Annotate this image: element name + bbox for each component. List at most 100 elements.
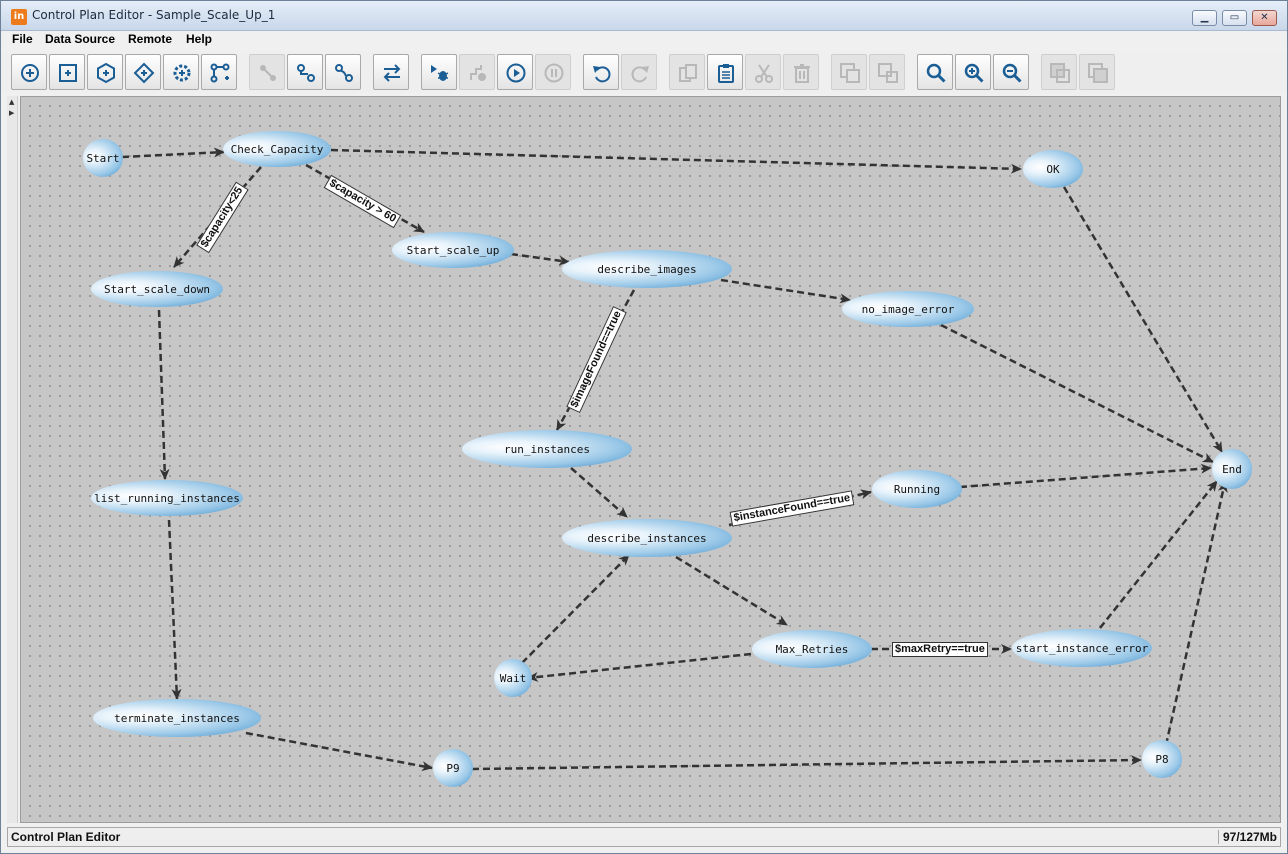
zoom-out-icon bbox=[1002, 63, 1022, 83]
menu-remote[interactable]: Remote bbox=[128, 32, 173, 46]
edge-ok-end bbox=[1062, 186, 1224, 453]
zoom-in-icon bbox=[964, 63, 984, 83]
close-icon: ✕ bbox=[1260, 12, 1269, 23]
edge-p9-p8 bbox=[471, 755, 1142, 771]
node-end[interactable]: End bbox=[1212, 449, 1252, 489]
status-bar: Control Plan Editor 97/127Mb bbox=[7, 827, 1281, 847]
add-decision-node-button[interactable] bbox=[87, 54, 123, 90]
zoom-out-button[interactable] bbox=[993, 54, 1029, 90]
edge-no-image-end bbox=[940, 323, 1214, 464]
bring-front-button[interactable] bbox=[1041, 54, 1077, 90]
add-join-node-icon bbox=[133, 62, 155, 84]
menu-data-source[interactable]: Data Source bbox=[45, 32, 116, 46]
maximize-button[interactable]: ▭ bbox=[1222, 10, 1247, 26]
add-service-node-button[interactable] bbox=[163, 54, 199, 90]
node-terminate-instances[interactable]: terminate_instances bbox=[93, 699, 261, 737]
node-check-capacity[interactable]: Check_Capacity bbox=[223, 131, 331, 167]
close-button[interactable]: ✕ bbox=[1252, 10, 1277, 26]
diagram-canvas[interactable]: Start Check_Capacity OK Start_scale_down… bbox=[20, 96, 1281, 823]
node-start-instance-error[interactable]: start_instance_error bbox=[1012, 629, 1152, 667]
debug-icon bbox=[431, 65, 449, 81]
node-start[interactable]: Start bbox=[83, 139, 123, 177]
play-icon bbox=[506, 63, 526, 83]
bring-front-icon bbox=[1050, 63, 1070, 83]
node-running[interactable]: Running bbox=[872, 470, 962, 508]
collapse-arrow-right-icon: ▶ bbox=[9, 109, 15, 117]
edge-list-terminate bbox=[167, 519, 182, 700]
edge-terminate-p9 bbox=[245, 731, 433, 772]
connect-default-button[interactable] bbox=[325, 54, 361, 90]
collapse-strip[interactable]: ▲ ▶ bbox=[7, 96, 18, 823]
add-fork-node-button[interactable] bbox=[201, 54, 237, 90]
send-back-icon bbox=[1088, 63, 1108, 83]
paste-icon bbox=[718, 64, 734, 83]
add-task-node-icon bbox=[59, 64, 77, 82]
edge-label-max-retry[interactable]: $maxRetry==true bbox=[892, 642, 988, 657]
edge-check-capacity-ok bbox=[330, 148, 1022, 174]
node-max-retries[interactable]: Max_Retries bbox=[752, 630, 872, 668]
node-start-scale-up[interactable]: Start_scale_up bbox=[392, 232, 514, 268]
edge-p8-end bbox=[1164, 481, 1228, 746]
node-run-instances[interactable]: run_instances bbox=[462, 430, 632, 468]
node-p9[interactable]: P9 bbox=[433, 749, 473, 787]
node-start-scale-down[interactable]: Start_scale_down bbox=[91, 271, 223, 307]
collapse-arrow-up-icon: ▲ bbox=[9, 98, 15, 106]
edge-run-instances-describe bbox=[570, 467, 628, 518]
zoom-fit-icon bbox=[926, 63, 946, 83]
edge-scale-up-describe-images bbox=[510, 252, 570, 266]
edge-wait-describe bbox=[521, 554, 630, 664]
edge-start-check-capacity bbox=[121, 147, 225, 159]
node-describe-instances[interactable]: describe_instances bbox=[562, 519, 732, 557]
redo-button[interactable] bbox=[621, 54, 657, 90]
swap-direction-icon bbox=[383, 64, 401, 82]
delete-button[interactable] bbox=[783, 54, 819, 90]
pause-icon bbox=[544, 63, 564, 83]
zoom-in-button[interactable] bbox=[955, 54, 991, 90]
memory-indicator: 97/127Mb bbox=[1217, 830, 1277, 844]
add-join-node-button[interactable] bbox=[125, 54, 161, 90]
undo-button[interactable] bbox=[583, 54, 619, 90]
connect-default-icon bbox=[335, 64, 353, 82]
cut-button[interactable] bbox=[745, 54, 781, 90]
debug-button[interactable] bbox=[421, 54, 457, 90]
play-button[interactable] bbox=[497, 54, 533, 90]
menu-file[interactable]: File bbox=[12, 32, 33, 46]
connect-conditional-button[interactable] bbox=[287, 54, 323, 90]
node-list-running-instances[interactable]: list_running_instances bbox=[91, 480, 243, 516]
zoom-fit-button[interactable] bbox=[917, 54, 953, 90]
paste-button[interactable] bbox=[707, 54, 743, 90]
send-back-button[interactable] bbox=[1079, 54, 1115, 90]
minimize-button[interactable]: ▁ bbox=[1192, 10, 1217, 26]
add-start-node-button[interactable] bbox=[11, 54, 47, 90]
delete-icon bbox=[794, 64, 810, 83]
add-task-node-button[interactable] bbox=[49, 54, 85, 90]
add-decision-node-icon bbox=[97, 62, 115, 84]
group-button[interactable] bbox=[831, 54, 867, 90]
minimize-icon: ▁ bbox=[1200, 12, 1209, 23]
copy-icon bbox=[679, 64, 697, 82]
edge-error-end bbox=[1099, 480, 1218, 629]
copy-button[interactable] bbox=[669, 54, 705, 90]
connect-icon bbox=[260, 65, 276, 81]
node-p8[interactable]: P8 bbox=[1142, 740, 1182, 778]
edge-describe-images-no-image bbox=[720, 278, 851, 304]
connect-button[interactable] bbox=[249, 54, 285, 90]
pause-button[interactable] bbox=[535, 54, 571, 90]
add-start-node-icon bbox=[21, 64, 39, 82]
node-describe-images[interactable]: describe_images bbox=[562, 250, 732, 288]
cut-icon bbox=[755, 64, 773, 83]
menu-help[interactable]: Help bbox=[186, 32, 213, 46]
edge-running-end bbox=[959, 463, 1212, 489]
add-fork-node-icon bbox=[210, 63, 230, 83]
group-icon bbox=[840, 63, 860, 83]
swap-direction-button[interactable] bbox=[373, 54, 409, 90]
ungroup-button[interactable] bbox=[869, 54, 905, 90]
undo-icon bbox=[593, 66, 611, 83]
node-wait[interactable]: Wait bbox=[494, 659, 532, 697]
step-button[interactable] bbox=[459, 54, 495, 90]
node-no-image-error[interactable]: no_image_error bbox=[842, 291, 974, 327]
add-service-node-icon bbox=[173, 64, 191, 82]
node-ok[interactable]: OK bbox=[1023, 150, 1083, 188]
step-icon bbox=[470, 65, 486, 81]
